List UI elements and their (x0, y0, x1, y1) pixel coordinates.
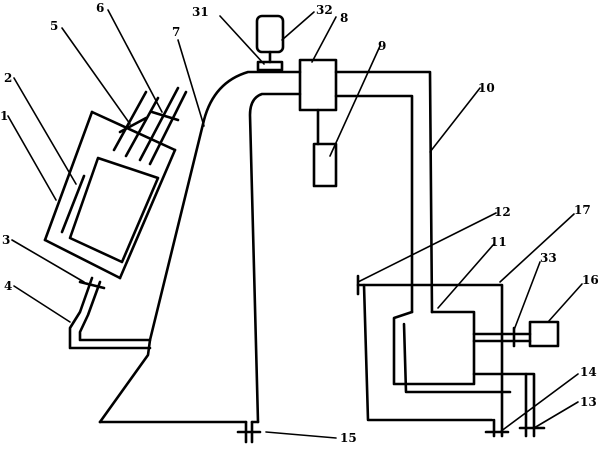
leader-13 (533, 401, 579, 429)
vessel-11-inner (402, 322, 512, 394)
label-11: 11 (490, 235, 507, 249)
loop-pipe-17-top (356, 283, 504, 438)
leader-9 (329, 45, 381, 157)
leader-6 (107, 9, 163, 113)
label-5: 5 (50, 19, 58, 33)
label-7: 7 (172, 25, 180, 39)
label-8: 8 (340, 11, 348, 25)
leader-2 (13, 77, 77, 185)
right-assembly (356, 274, 560, 438)
leader-32 (281, 11, 315, 41)
inlet-pipe-outer (68, 276, 152, 350)
loop-pipe-17-left (362, 283, 494, 422)
inner-panel (68, 156, 160, 264)
label-17: 17 (574, 203, 591, 217)
pipe-10-outer (334, 70, 434, 314)
label-10: 10 (478, 81, 495, 95)
leader-14 (499, 373, 579, 433)
leader-33 (513, 261, 541, 331)
riser-pipe-a (112, 90, 148, 152)
inlet-pipe-4 (68, 276, 152, 350)
label-1: 1 (0, 109, 8, 123)
leader-8 (311, 16, 337, 63)
leader-17 (499, 213, 575, 283)
unit-16 (528, 320, 560, 348)
leader-lines (7, 9, 583, 439)
outlet-pipe-13 (472, 372, 536, 438)
label-33: 33 (540, 251, 557, 265)
outer-frame-left-post (43, 110, 94, 242)
leader-1 (7, 115, 57, 201)
leader-16 (547, 283, 583, 323)
motor-32 (255, 14, 285, 54)
leader-7 (177, 39, 205, 127)
valve-6 (150, 110, 180, 122)
main-tank-7 (98, 70, 302, 444)
label-3: 3 (2, 233, 10, 247)
label-15: 15 (340, 431, 357, 445)
leader-10 (429, 87, 481, 153)
inner-panel-edge (60, 174, 86, 234)
coupling-31 (256, 60, 284, 72)
label-2: 2 (4, 71, 12, 85)
leader-3 (11, 239, 85, 283)
tank-left-wall (98, 70, 302, 424)
outer-frame-right-rail (118, 148, 177, 280)
outer-frame-bottom-rail (43, 238, 122, 280)
valve-5 (118, 116, 148, 134)
motor-assembly (255, 14, 285, 72)
leader-31 (219, 15, 265, 65)
leader-5 (61, 27, 131, 125)
leader-4 (13, 285, 71, 323)
riser-pipe-b (124, 96, 160, 158)
label-12: 12 (494, 205, 511, 219)
tank-right-wall (248, 92, 302, 424)
unit-8-assembly (298, 58, 338, 188)
part-labels: 1 2 3 4 5 6 7 8 9 10 11 12 13 14 15 16 1… (0, 1, 599, 445)
label-16: 16 (582, 273, 599, 287)
label-9: 9 (378, 39, 386, 53)
inlet-pipe-inner (78, 280, 152, 342)
leader-11 (437, 243, 495, 309)
label-32: 32 (316, 3, 333, 17)
sensor-9 (312, 142, 338, 188)
transfer-pipe-10 (334, 70, 434, 314)
label-4: 4 (4, 279, 12, 293)
vessel-11-outer (392, 310, 476, 386)
riser-pipe-c (138, 86, 180, 162)
leader-12 (357, 212, 497, 283)
riser-pipe-d (148, 90, 188, 166)
tilted-frame-assembly (43, 86, 188, 290)
box-8 (298, 58, 338, 112)
label-13: 13 (580, 395, 597, 409)
label-14: 14 (580, 365, 597, 379)
leader-15 (265, 431, 337, 439)
pipe-10-inner (334, 94, 414, 314)
label-6: 6 (96, 1, 104, 15)
valve-3 (78, 280, 106, 290)
label-31: 31 (192, 5, 209, 19)
